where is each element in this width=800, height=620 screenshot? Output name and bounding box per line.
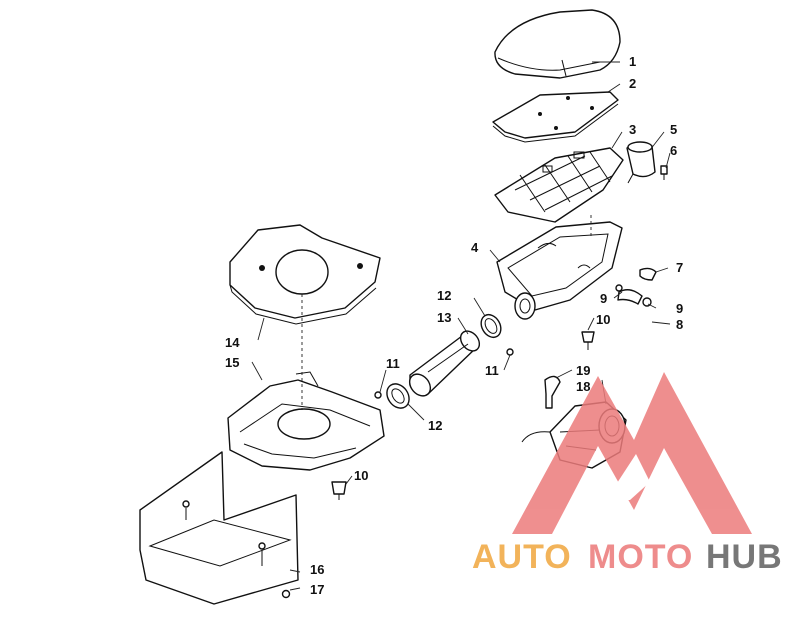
watermark-auto: AUTO	[472, 538, 572, 576]
callout-7: 7	[676, 260, 683, 275]
callout-18: 18	[576, 379, 590, 394]
part-15-airbox-base	[227, 371, 385, 471]
watermark-hub: HUB	[706, 538, 783, 576]
callout-3: 3	[629, 122, 636, 137]
callout-10b: 10	[354, 468, 368, 483]
part-9-clamps	[615, 284, 623, 292]
part-2-filter-plate	[492, 91, 619, 143]
part-8-hose	[617, 289, 652, 307]
callout-16: 16	[310, 562, 324, 577]
callout-13: 13	[437, 310, 451, 325]
part-7-clamp	[639, 267, 657, 281]
watermark-text: AUTO MOTO HUB	[472, 538, 783, 576]
part-12-clamp-lower	[386, 383, 410, 409]
part-17-bolt	[281, 589, 291, 599]
callout-11a: 11	[386, 356, 400, 371]
part-1-airbox-lid	[494, 9, 621, 79]
callout-9a: 9	[600, 291, 607, 306]
callouts: 1 2 3 5 6 4 7 9 9 8 10 12 13 11 11 12 14…	[225, 54, 683, 597]
callout-1: 1	[629, 54, 636, 69]
callout-2: 2	[629, 76, 636, 91]
part-13-intake-tube	[408, 330, 481, 397]
callout-6: 6	[670, 143, 677, 158]
watermark-logo-icon	[512, 372, 752, 534]
callout-11b: 11	[485, 363, 499, 378]
part-5-breather-fitting	[626, 141, 656, 184]
callout-10a: 10	[596, 312, 610, 327]
callout-15: 15	[225, 355, 239, 370]
part-19-hose	[544, 375, 561, 409]
part-3-filter-cage	[494, 147, 624, 223]
callout-9b: 9	[676, 301, 683, 316]
callout-17: 17	[310, 582, 324, 597]
part-12-clamp-upper	[480, 313, 502, 339]
callout-14: 14	[225, 335, 240, 350]
callout-4: 4	[471, 240, 479, 255]
part-10-drain-grommet-lower	[331, 481, 347, 500]
callout-5: 5	[670, 122, 677, 137]
callout-19: 19	[576, 363, 590, 378]
callout-8: 8	[676, 317, 683, 332]
part-4-airbox-housing	[496, 221, 623, 320]
part-10-drain-grommet-upper	[581, 331, 595, 350]
part-16-heat-shield	[139, 451, 299, 605]
callout-12b: 12	[428, 418, 442, 433]
part-14-gasket-plate	[229, 224, 381, 325]
watermark-moto: MOTO	[588, 538, 693, 576]
callout-12a: 12	[437, 288, 451, 303]
part-6-clip	[660, 165, 668, 180]
